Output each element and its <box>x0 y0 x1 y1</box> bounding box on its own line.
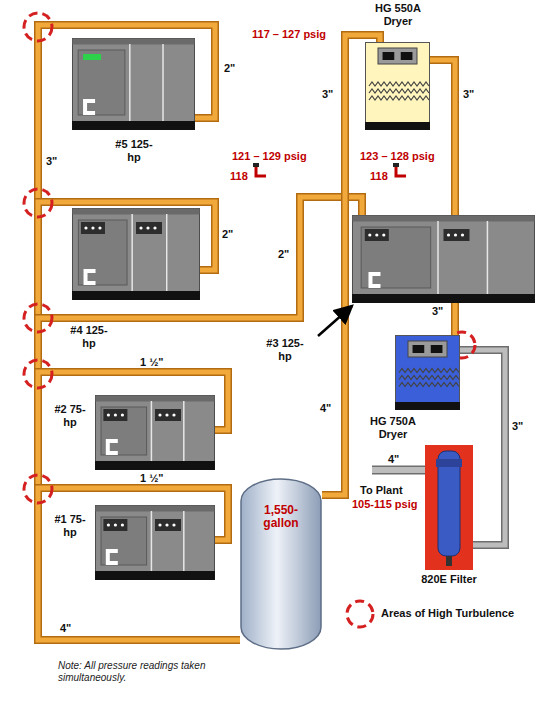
equipment-label: HG 750A Dryer <box>362 415 424 441</box>
pipe-label: 3" <box>512 420 523 433</box>
air-pipe <box>38 488 240 640</box>
pipe-label: 2" <box>222 228 233 241</box>
pipe-label: 4" <box>388 453 399 466</box>
equipment-label: #5 125-hp <box>111 138 157 164</box>
pressure-reading: 105-115 psig <box>352 498 417 511</box>
compressor-illustration <box>72 38 195 130</box>
pressure-reading: 123 – 128 psig <box>360 150 435 163</box>
legend-text: Areas of High Turbulence <box>381 607 514 620</box>
compressor-illustration <box>352 215 535 303</box>
pressure-reading: 121 – 129 psig <box>232 150 307 163</box>
pipe-label: 3" <box>432 305 443 318</box>
equipment-label: #1 75-hp <box>50 513 90 539</box>
pressure-reading: 117 – 127 psig <box>252 28 326 41</box>
pipe-label: 1 ½" <box>140 356 164 369</box>
compressor-illustration <box>95 395 215 470</box>
dryer: HG 550A Dryer <box>365 42 430 130</box>
air-pipe <box>38 25 240 640</box>
air-pipe <box>38 202 240 640</box>
compressor: #5 125-hp <box>72 38 195 130</box>
dryer-illustration <box>365 42 430 130</box>
compressor: #1 75-hp <box>95 505 215 580</box>
compressor-illustration <box>95 505 215 580</box>
dryer: HG 750A Dryer <box>395 335 460 410</box>
pipe-label: 2" <box>224 62 235 75</box>
equipment-label: #4 125-hp <box>66 324 112 350</box>
plant-pipe <box>372 466 427 475</box>
pipe-label: 2" <box>278 248 289 261</box>
equipment-label: #3 125-hp <box>260 337 310 363</box>
pipe-label: 3" <box>46 155 57 168</box>
pipe-label: 4" <box>60 622 71 635</box>
equipment-label: 820E Filter <box>411 573 487 586</box>
receiver-tank: 1,550- gallon <box>240 478 322 650</box>
equipment-label: 1,550- gallon <box>248 504 314 530</box>
compressor: #4 125-hp <box>72 208 200 300</box>
pipe-label: 4" <box>320 402 331 415</box>
compressor-illustration <box>72 208 200 300</box>
filter: 820E Filter <box>425 445 473 570</box>
compressor: #2 75-hp <box>95 395 215 470</box>
note-text: Note: All pressure readings taken simult… <box>58 660 234 684</box>
pressure-reading: 118 <box>230 170 248 183</box>
pipe-label: 3" <box>322 88 333 101</box>
filter-illustration <box>425 445 473 570</box>
pressure-reading: 118 <box>370 170 388 183</box>
equipment-label: HG 550A Dryer <box>368 2 428 28</box>
equipment-label: #2 75-hp <box>50 403 90 429</box>
legend-sample <box>347 601 373 627</box>
turbulence-marks <box>24 13 475 503</box>
pipe-label: 3" <box>463 88 474 101</box>
pipe-label: 1 ½" <box>140 472 164 485</box>
dryer-illustration <box>395 335 460 410</box>
compressor: #3 125-hp <box>352 215 535 303</box>
leader-arrow <box>318 306 352 336</box>
pipe-label: To Plant <box>360 484 403 497</box>
air-pipe <box>38 372 240 640</box>
plant-pipe <box>372 467 427 473</box>
